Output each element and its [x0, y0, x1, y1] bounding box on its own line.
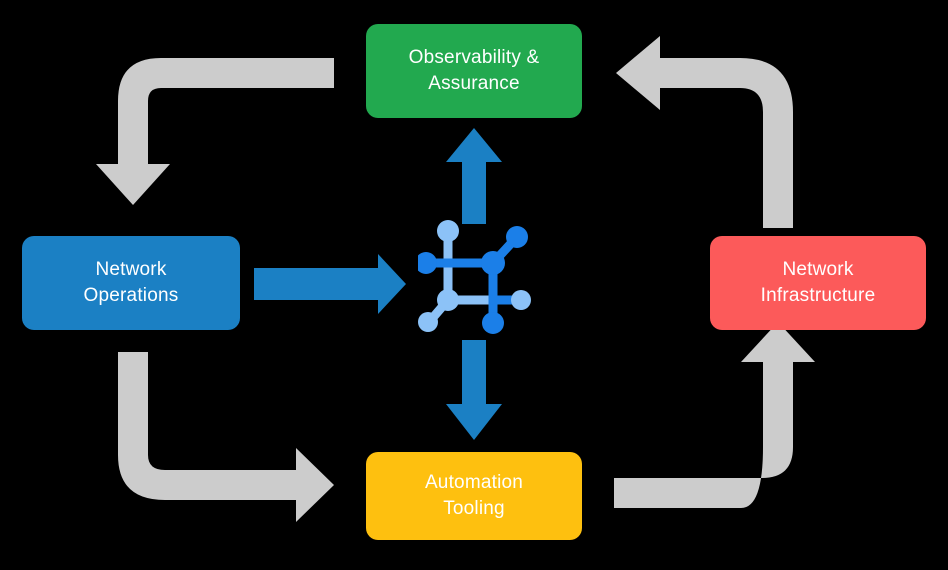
topology-light-edges — [425, 227, 498, 326]
arrow-automation-to-netinfra — [614, 322, 815, 508]
arrow-netops-to-center — [254, 254, 406, 314]
network-topology-icon — [415, 218, 534, 336]
arrow-center-to-observability — [446, 128, 502, 224]
node-label-network-infrastructure: Network Infrastructure — [760, 259, 876, 306]
topology-dark-nodes — [415, 226, 528, 334]
arrow-netinfra-to-observability — [616, 36, 793, 228]
node-label-automation-tooling: Automation Tooling — [424, 472, 524, 519]
arrow-center-to-automation — [446, 340, 502, 440]
node-box-automation-tooling[interactable]: Automation Tooling — [366, 452, 582, 540]
node-label-observability: Observability & Assurance — [408, 47, 540, 94]
node-label-network-operations: Network Operations — [83, 259, 179, 306]
node-box-observability[interactable]: Observability & Assurance — [366, 24, 582, 118]
node-box-network-infrastructure[interactable]: Network Infrastructure — [710, 236, 926, 330]
node-box-network-operations[interactable]: Network Operations — [22, 236, 240, 330]
arrow-netops-to-automation — [118, 352, 334, 522]
arrow-observability-to-netops — [96, 58, 334, 205]
topology-light-nodes — [418, 220, 531, 332]
